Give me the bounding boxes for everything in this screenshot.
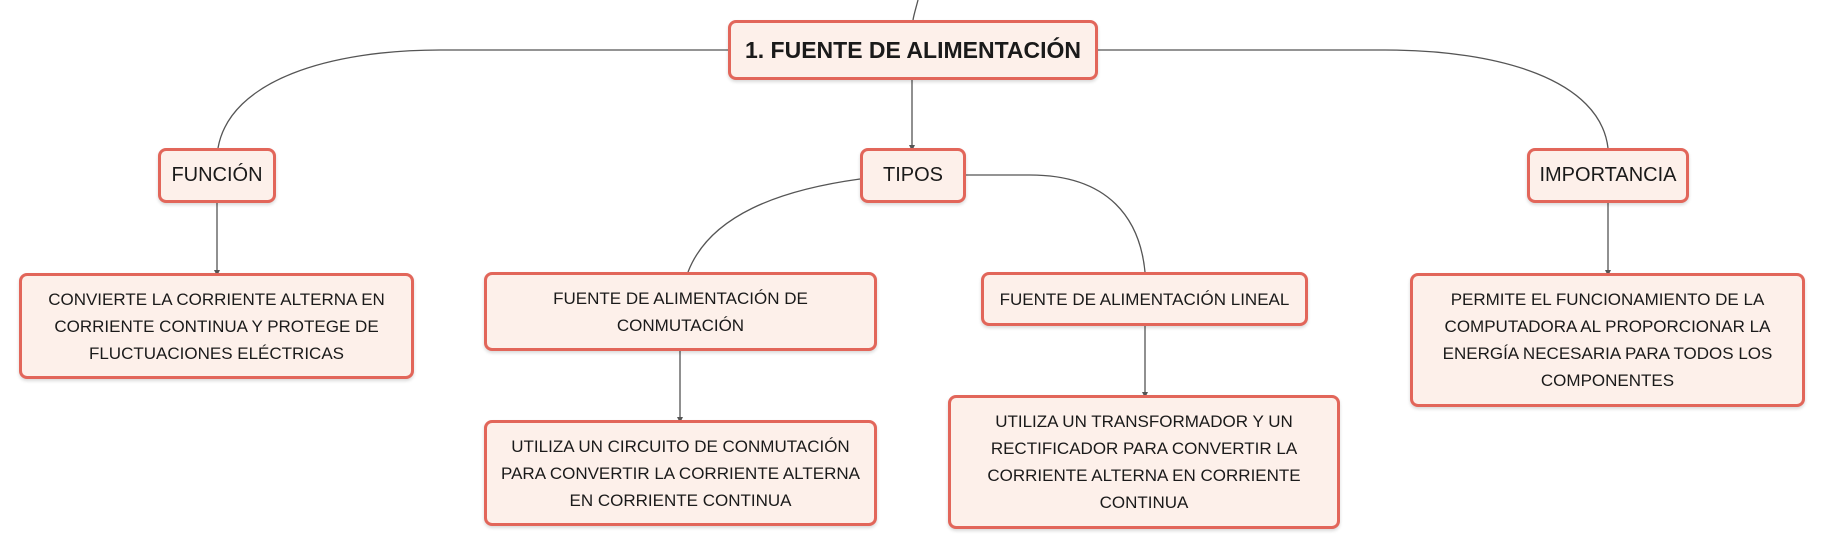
node-funcion-detail[interactable]: CONVIERTE LA CORRIENTE ALTERNA EN CORRIE… [19,273,414,379]
node-lineal[interactable]: FUENTE DE ALIMENTACIÓN LINEAL [981,272,1308,326]
connector-tipos-conmutacion [687,178,861,273]
node-importancia-detail[interactable]: PERMITE EL FUNCIONAMIENTO DE LA COMPUTAD… [1410,273,1805,407]
node-funcion[interactable]: FUNCIÓN [158,148,276,203]
node-lineal-detail[interactable]: UTILIZA UN TRANSFORMADOR Y UN RECTIFICAD… [948,395,1340,529]
connector-tipos-lineal [966,174,1146,273]
node-conmutacion[interactable]: FUENTE DE ALIMENTACIÓN DE CONMUTACIÓN [484,272,877,351]
connector-incoming [912,0,919,21]
node-conmutacion-detail[interactable]: UTILIZA UN CIRCUITO DE CONMUTACIÓN PARA … [484,420,877,526]
node-importancia[interactable]: IMPORTANCIA [1527,148,1689,203]
connector-root-importancia [1098,49,1609,149]
node-tipos[interactable]: TIPOS [860,148,966,203]
root-node[interactable]: 1. FUENTE DE ALIMENTACIÓN [728,20,1098,80]
connector-root-funcion [217,49,728,149]
